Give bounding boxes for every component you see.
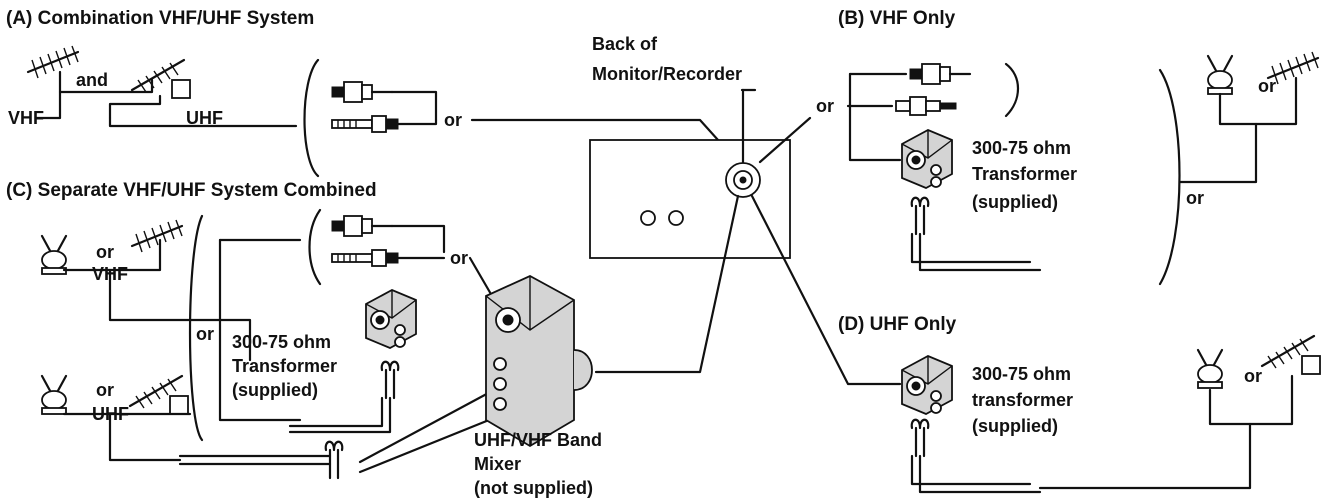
transformer-icon-c [365,289,417,349]
antenna-input-jack-icon [725,162,761,198]
vhf-antenna-icon [26,44,80,80]
f-plug-connector-icon-c [330,214,394,238]
monitor-label-2: Monitor/Recorder [592,64,742,84]
or-label-c3: or [450,248,468,268]
mixer-label-1: UHF/VHF Band [474,430,602,450]
uhf-antenna-icon-c [128,374,190,416]
vhf-label-a: VHF [8,108,44,128]
band-mixer-icon [485,274,593,448]
rabbit-ear-antenna-icon-b [1206,54,1234,96]
mixer-label-2: Mixer [474,454,521,474]
f-plug-connector-icon [330,80,394,104]
f-plug-connector-icon-b [908,62,972,86]
rabbit-ear-antenna-icon-d [1196,348,1224,390]
twin-lead-fork-icon-d [910,418,930,458]
transformer-label-c3: (supplied) [232,380,318,400]
transformer-label-d3: (supplied) [972,416,1058,436]
or-label-d: or [1244,366,1262,386]
round-cable-icon-c [331,249,399,267]
or-label-b1: or [816,96,834,116]
panel-jack-1 [640,210,656,226]
uhf-antenna-icon-d [1260,334,1322,376]
or-label-c1: or [96,242,114,262]
section-a-title: (A) Combination VHF/UHF System [6,8,314,29]
section-d-title: (D) UHF Only [838,314,957,335]
twin-lead-fork-icon-c2 [324,440,344,480]
transformer-label-b2: Transformer [972,164,1077,184]
and-label: and [76,70,108,90]
or-label-b2: or [1258,76,1276,96]
mixer-label-3: (not supplied) [474,478,593,498]
monitor-back-panel [589,139,791,259]
twin-connector-icon-b [895,96,957,116]
panel-jack-2 [668,210,684,226]
rabbit-ear-antenna-icon-c2 [40,374,68,416]
twin-lead-fork-icon-c [380,360,400,400]
transformer-label-d2: transformer [972,390,1073,410]
or-label-b3: or [1186,188,1204,208]
vhf-antenna-icon-c [130,218,184,254]
section-b-title: (B) VHF Only [838,8,956,29]
uhf-label-a: UHF [186,108,223,128]
monitor-label-1: Back of [592,34,658,54]
twin-lead-fork-icon-b [910,196,930,236]
rabbit-ear-antenna-icon-c [40,234,68,276]
transformer-icon-b [901,129,953,189]
transformer-label-b3: (supplied) [972,192,1058,212]
transformer-label-b1: 300-75 ohm [972,138,1071,158]
or-label-c2: or [196,324,214,344]
or-label-a: or [444,110,462,130]
round-cable-icon [331,115,399,133]
transformer-icon-d [901,355,953,415]
section-c-title: (C) Separate VHF/UHF System Combined [6,180,377,201]
transformer-label-c1: 300-75 ohm [232,332,331,352]
transformer-label-d1: 300-75 ohm [972,364,1071,384]
or-label-c4: or [96,380,114,400]
transformer-label-c2: Transformer [232,356,337,376]
